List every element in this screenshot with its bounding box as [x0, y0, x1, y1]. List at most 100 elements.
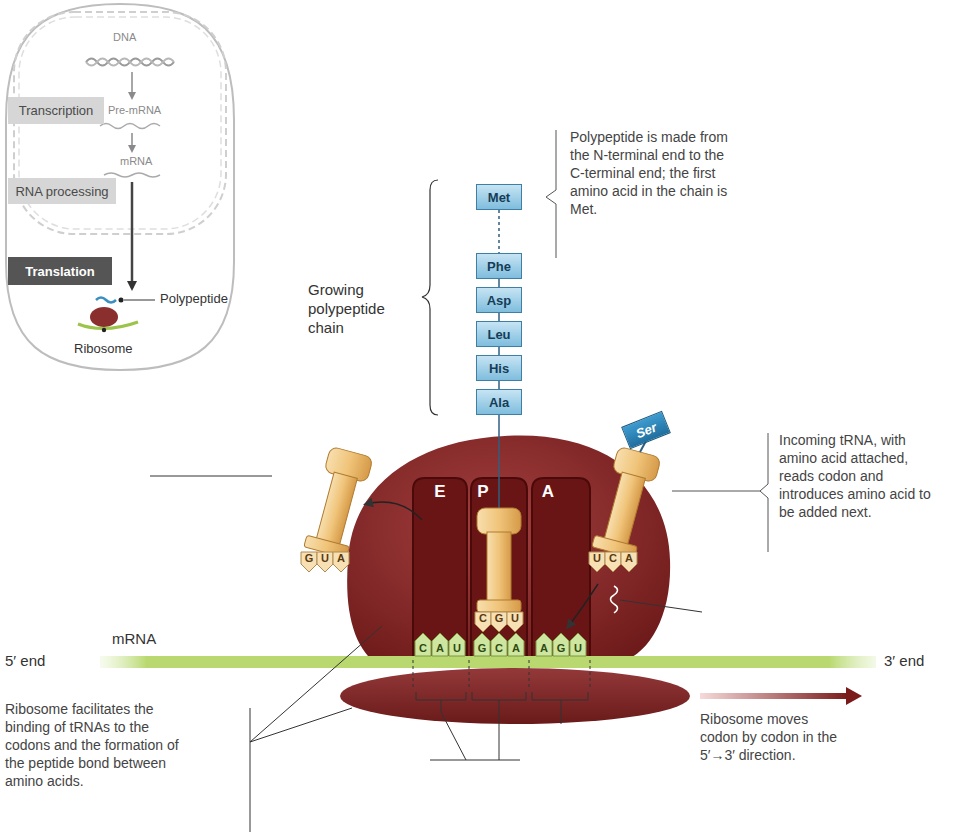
- codon-base: U: [570, 642, 586, 655]
- e-site: [413, 478, 467, 660]
- nucleotide-tile: [621, 552, 637, 572]
- callout-text: Incoming tRNA, with amino acid attached,…: [779, 431, 939, 521]
- chain-link: [498, 347, 500, 355]
- codon-base: A: [536, 642, 552, 655]
- mini-mrna: [78, 322, 138, 329]
- large-subunit: [347, 436, 670, 666]
- codon-base: G: [553, 642, 569, 655]
- nucleotide-tile: [605, 552, 621, 572]
- callout-text: Polypeptide is made from the N-terminal …: [570, 128, 740, 218]
- trna-incoming: [592, 446, 661, 558]
- flow-arrow: [131, 182, 134, 288]
- strand-end-label: 5′ end: [5, 652, 45, 670]
- flow-arrow: [131, 133, 133, 151]
- mrna-strand: [104, 173, 160, 177]
- nucleotide-tile: [317, 552, 333, 572]
- process-box: Translation: [8, 257, 112, 285]
- nucleotide-tile: [475, 612, 491, 632]
- dna-helix: [86, 59, 174, 66]
- mini-ribosome: [90, 307, 118, 327]
- nucleotide-tile: [301, 552, 317, 572]
- amino-acid-box: Ser: [621, 411, 671, 450]
- direction-arrowhead: [846, 687, 862, 705]
- strand-label: mRNA: [112, 630, 156, 648]
- anticodon-base: G: [301, 552, 317, 564]
- site-letter: E: [430, 482, 450, 502]
- codon-tiles: [415, 633, 586, 656]
- leader-dot: [119, 298, 124, 303]
- nucleotide-tile: [491, 633, 507, 656]
- amino-acid-box: Phe: [476, 253, 522, 279]
- node-text: Phe: [487, 259, 511, 274]
- process-box: Transcription: [8, 97, 104, 124]
- nucleotide-tile: [449, 633, 465, 656]
- nucleotide-tile: [491, 612, 507, 632]
- inset-label: DNA: [113, 31, 136, 44]
- chain-link: [498, 210, 500, 253]
- chain-link: [498, 279, 500, 287]
- nucleotide-tile: [508, 633, 524, 656]
- trna-exiting: [304, 446, 373, 558]
- direction-arrow: [700, 693, 848, 699]
- node-text: Transcription: [19, 103, 94, 118]
- anticodon-base: U: [507, 612, 523, 624]
- node-text: Ser: [633, 419, 658, 441]
- codon-bracket: [416, 692, 466, 712]
- callout-bracket: [760, 433, 768, 552]
- nucleotide-tile: [536, 633, 552, 656]
- entry-arrow: [568, 584, 598, 627]
- node-text: Translation: [25, 264, 94, 279]
- nucleotide-tile: [415, 633, 431, 656]
- anticodon-base: C: [475, 612, 491, 624]
- codon-base: G: [474, 642, 490, 655]
- anticodon-base: U: [589, 552, 605, 564]
- nucleotide-tile: [589, 552, 605, 572]
- trna-p-site: [477, 508, 521, 612]
- site-letter: A: [538, 482, 558, 502]
- node-text: Ala: [489, 395, 509, 410]
- leader-line: [250, 626, 382, 832]
- nucleotide-tile: [333, 552, 349, 572]
- anticodon-base: A: [621, 552, 637, 564]
- amino-acid-box: His: [476, 355, 522, 381]
- codon-bracket: [472, 692, 526, 712]
- strand-end-label: 3′ end: [884, 652, 924, 670]
- anticodon-base: U: [317, 552, 333, 564]
- codon-base: C: [491, 642, 507, 655]
- amino-acid-box: Met: [476, 184, 522, 210]
- dna-helix: [86, 59, 174, 66]
- inset-label: mRNA: [120, 155, 152, 168]
- pre-mrna-strand: [100, 124, 160, 129]
- callout-text: Ribosome moves codon by codon in the 5′→…: [700, 710, 842, 764]
- nucleotide-tile: [474, 633, 490, 656]
- leader-line: [620, 600, 702, 612]
- callout-text: Growing polypeptide chain: [308, 280, 416, 337]
- a-site: [532, 478, 590, 660]
- leader-line: [150, 476, 272, 477]
- small-subunit: [340, 668, 690, 724]
- nucleotide-tile: [570, 633, 586, 656]
- inset-label: Pre-mRNA: [108, 104, 161, 117]
- chain-link: [498, 415, 500, 508]
- flow-arrow: [131, 72, 133, 98]
- amino-acid-box: Leu: [476, 321, 522, 347]
- nucleotide-tile: [553, 633, 569, 656]
- leader-line: [124, 300, 155, 301]
- callout-text: Ribosome facilitates the binding of tRNA…: [5, 700, 183, 790]
- codon-brackets: [413, 660, 590, 760]
- nucleotide-tile: [432, 633, 448, 656]
- codon-brace: [611, 586, 618, 613]
- codon-divider: [413, 660, 414, 690]
- amino-acid-box: Asp: [476, 287, 522, 313]
- exit-arrow: [366, 502, 422, 520]
- node-text: Met: [488, 190, 510, 205]
- node-text: Leu: [487, 327, 510, 342]
- site-letter: P: [473, 482, 493, 502]
- amino-acid-box: Ala: [476, 389, 522, 415]
- mini-polypeptide: [96, 298, 116, 303]
- chain-link: [498, 313, 500, 321]
- codon-bracket: [532, 692, 588, 712]
- node-text: His: [489, 361, 509, 376]
- anticodon-base: C: [605, 552, 621, 564]
